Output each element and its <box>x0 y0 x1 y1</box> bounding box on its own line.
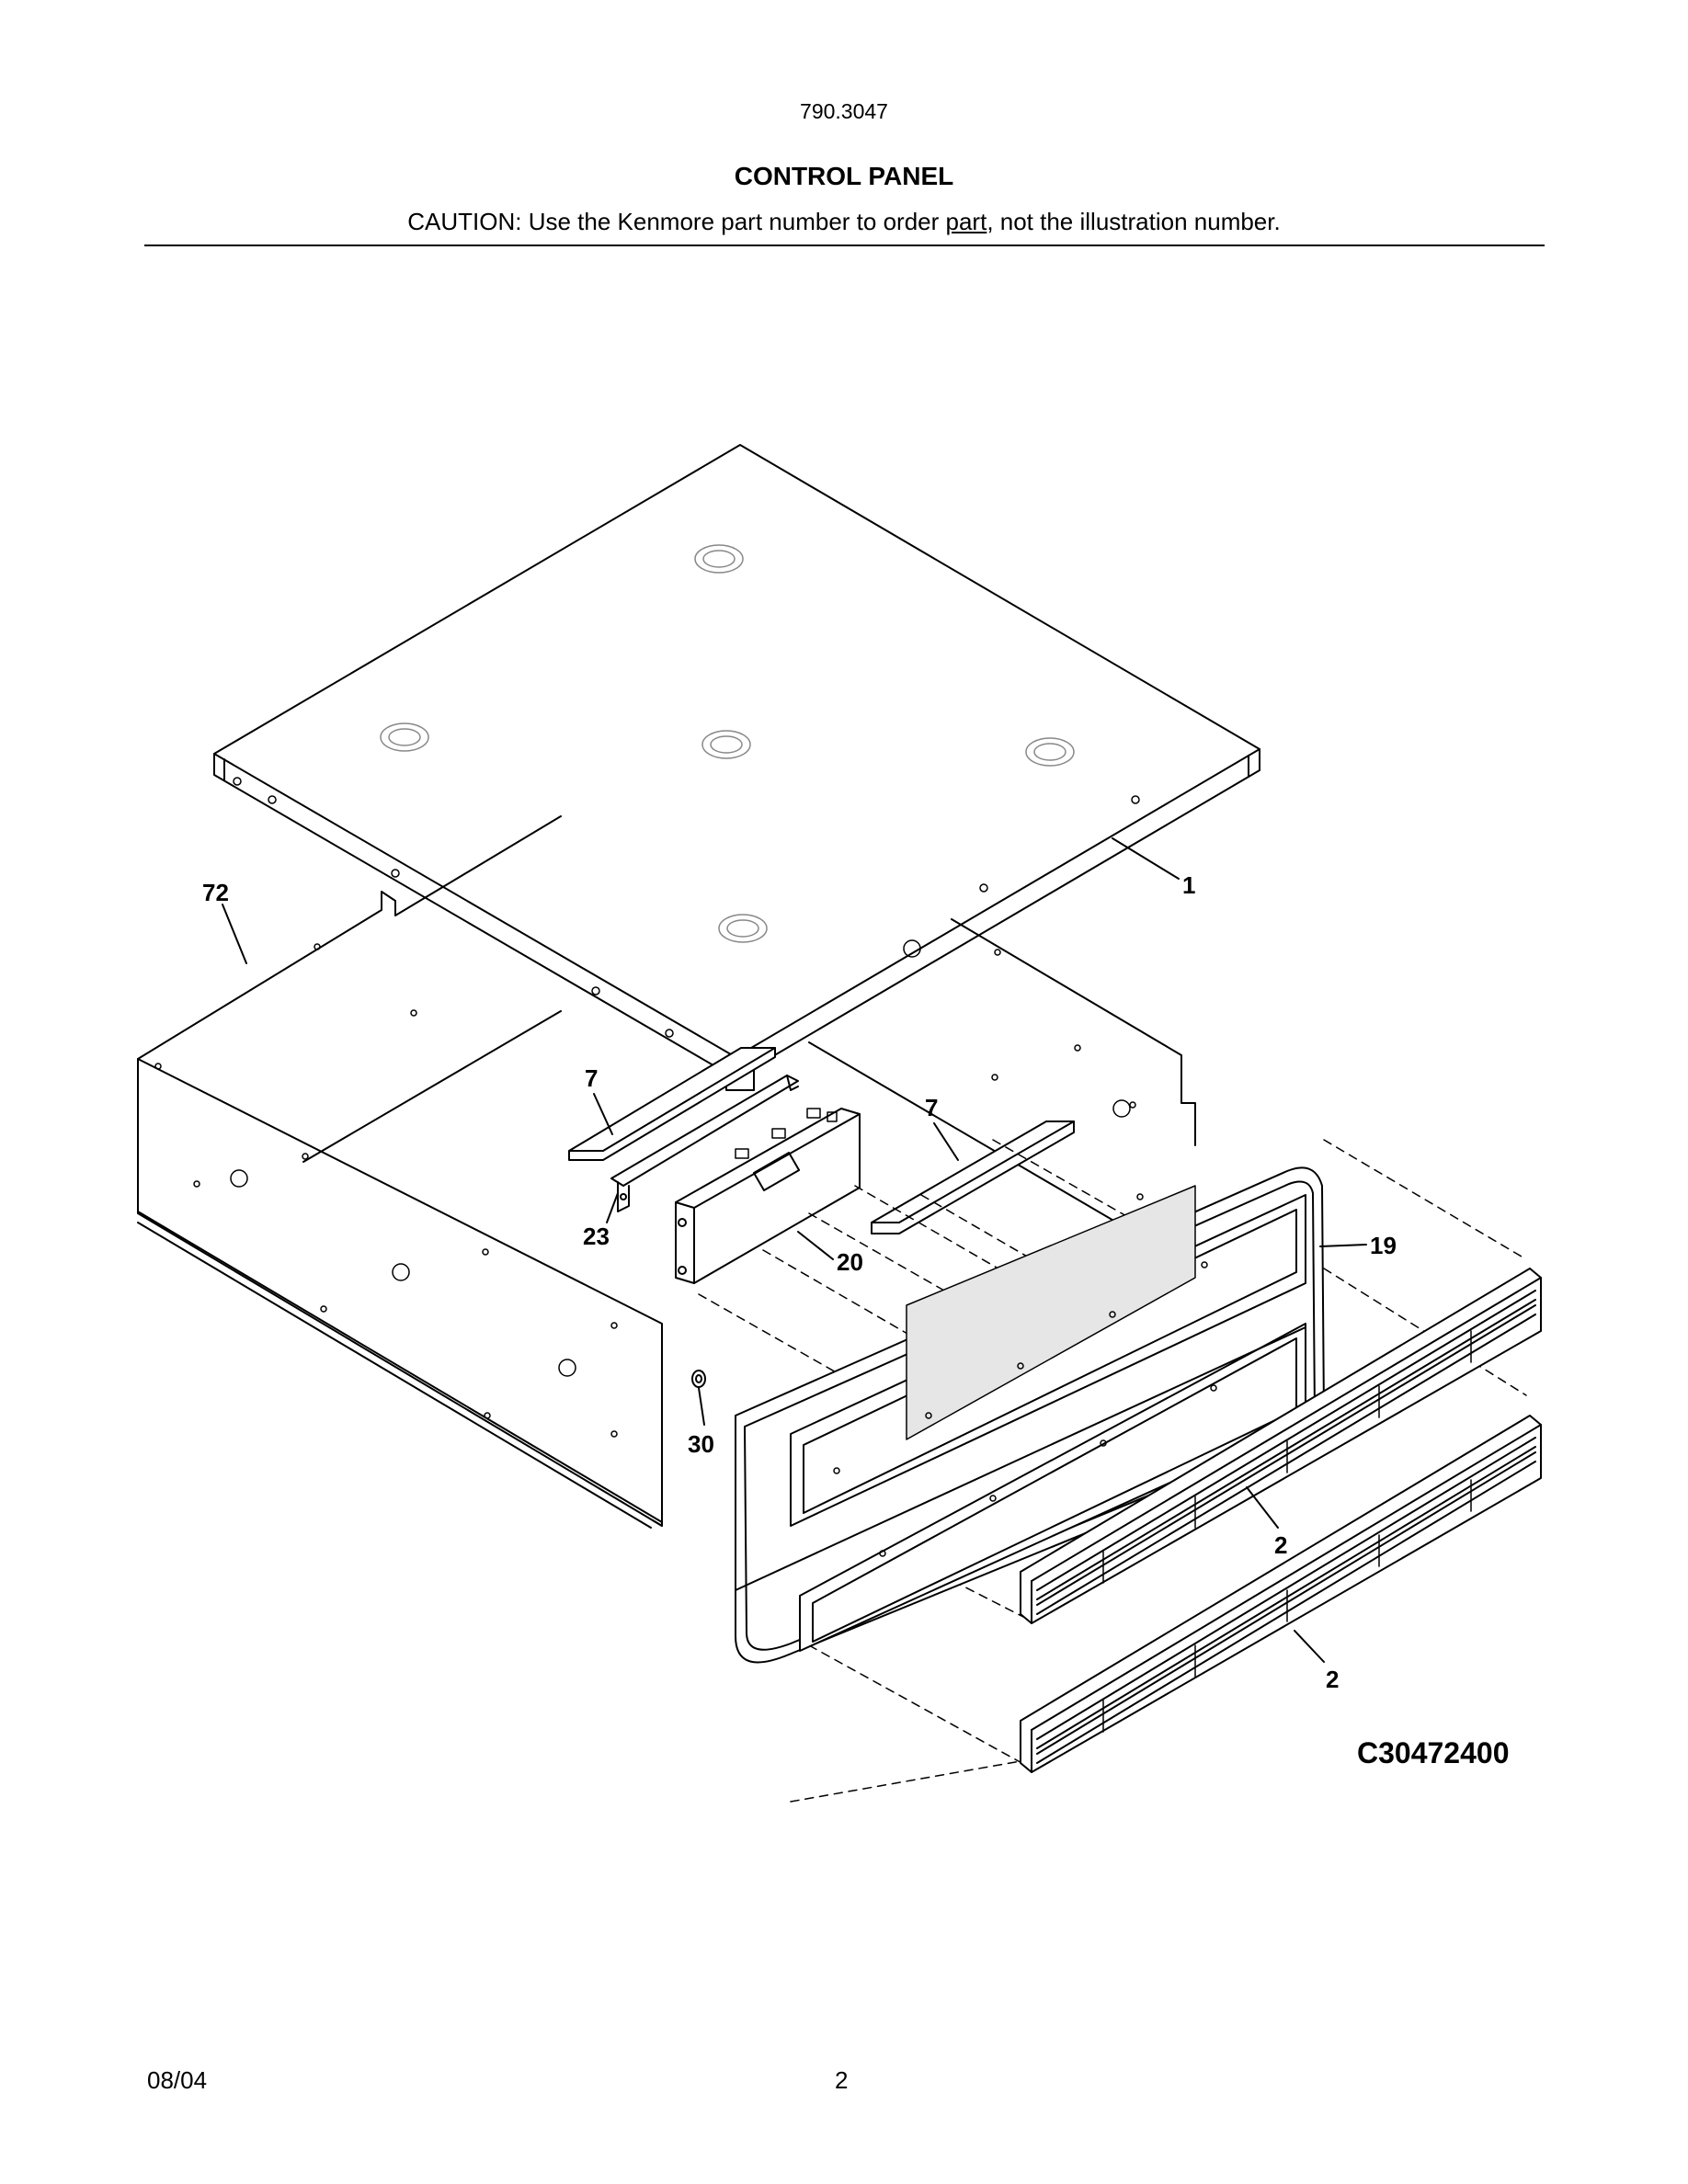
callout-23: 23 <box>583 1223 610 1250</box>
callout-2-upper: 2 <box>1274 1531 1287 1559</box>
part-30-screw <box>691 1370 706 1388</box>
part-7-strip-right <box>871 1120 1075 1234</box>
part-23-bracket <box>610 1075 799 1212</box>
callout-7-right: 7 <box>925 1094 938 1121</box>
callout-1: 1 <box>1182 871 1195 899</box>
drawing-code: C30472400 <box>1357 1736 1509 1769</box>
part-2-vent-grille-upper <box>1020 1268 1542 1624</box>
part-1-top-cover <box>213 444 1260 1091</box>
callout-2-lower: 2 <box>1326 1666 1339 1693</box>
callout-72: 72 <box>202 879 229 906</box>
footer-date: 08/04 <box>147 2066 208 2094</box>
callout-leader-lines <box>222 837 1367 1663</box>
part-2-vent-grille-lower <box>1020 1415 1542 1773</box>
header-divider <box>144 245 1545 246</box>
callout-19: 19 <box>1370 1232 1397 1259</box>
callout-20: 20 <box>837 1248 863 1276</box>
part-20-control-board <box>675 1108 861 1284</box>
model-number: 790.3047 <box>800 99 888 123</box>
part-19-control-panel-frame <box>735 1166 1325 1664</box>
caution-prefix: CAUTION: Use the Kenmore part number to … <box>407 208 946 235</box>
caution-suffix: , not the illustration number. <box>987 208 1281 235</box>
page-number: 2 <box>835 2066 849 2094</box>
caution-underlined-word: part <box>945 208 987 235</box>
part-7-strip-left <box>568 1047 776 1161</box>
callout-7-left: 7 <box>585 1064 598 1092</box>
page-title: CONTROL PANEL <box>734 162 954 190</box>
caution-note: CAUTION: Use the Kenmore part number to … <box>0 208 1688 236</box>
callout-30: 30 <box>688 1430 714 1458</box>
